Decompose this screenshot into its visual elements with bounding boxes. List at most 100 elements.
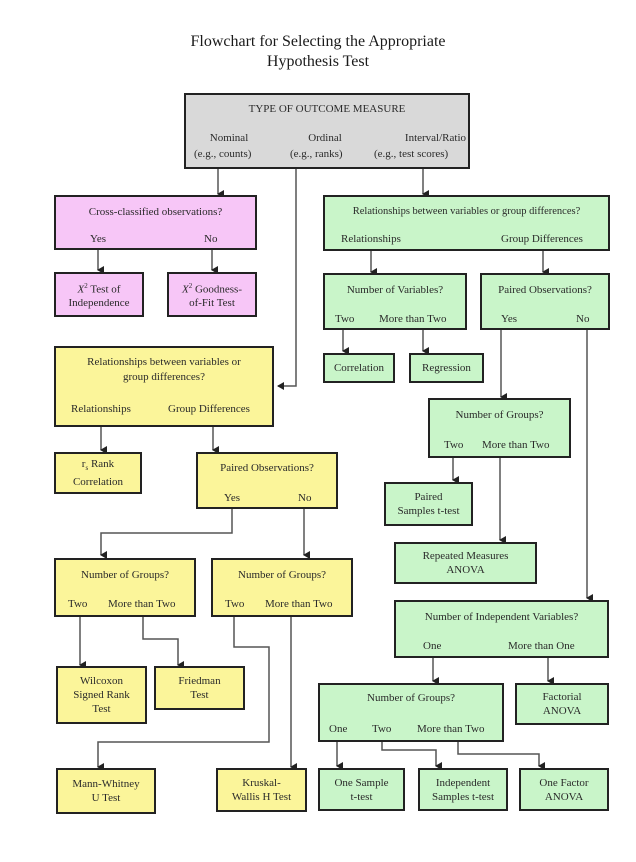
factorial-anova-box: Factorial ANOVA	[515, 683, 609, 725]
interval-paired-yes: Yes	[501, 313, 518, 325]
root-ordinal-eg: (e.g., ranks)	[290, 148, 343, 160]
rank-correlation-box: rs Rank Correlation	[54, 452, 142, 494]
chi-sup-2: 2	[188, 281, 193, 290]
root-interval: Interval/Ratio	[404, 132, 466, 144]
connector-ordinal	[277, 168, 297, 390]
interval-groups-two: Two	[444, 439, 464, 451]
interval-groups-box: Number of Groups? Two More than Two	[428, 398, 571, 458]
groups-b-two: Two	[225, 598, 245, 610]
interval-paired-box: Paired Observations? Yes No	[480, 273, 610, 330]
interval-groups-more: More than Two	[482, 439, 550, 451]
wilcoxon-box: Wilcoxon Signed Rank Test	[56, 666, 147, 724]
correlation-box: Correlation	[323, 353, 395, 383]
ordinal-relationships: Relationships	[71, 403, 131, 415]
rank-line1: Rank	[90, 457, 115, 470]
numvars-two: Two	[335, 313, 355, 325]
number-of-variables-box: Number of Variables? Two More than Two	[323, 273, 467, 330]
mann-line1: Mann-Whitney	[72, 778, 140, 790]
numvars-question: Number of Variables?	[346, 284, 444, 296]
interval-question: Relationships between variables or group…	[352, 206, 581, 217]
kruskal-line2: Wallis H Test	[231, 791, 292, 803]
title-line-2: Hypothesis Test	[266, 53, 370, 70]
ordinal-paired-no: No	[298, 492, 312, 504]
mann-line2: U Test	[91, 792, 121, 804]
chi-goodness-line1: Goodness-	[194, 283, 243, 296]
factorial-line2: ANOVA	[542, 705, 582, 717]
connector-g2-two	[381, 741, 442, 770]
chi-independence-box: X2 Test of Independence	[54, 272, 144, 317]
ordinal-paired-yes: Yes	[224, 492, 241, 504]
one-factor-anova-box: One Factor ANOVA	[519, 768, 609, 811]
indep-line1: Independent	[435, 776, 491, 789]
wilcoxon-line2: Signed Rank	[73, 689, 130, 701]
regression-box: Regression	[409, 353, 484, 383]
groups2-question: Number of Groups?	[367, 692, 455, 704]
interval-relationships-box: Relationships between variables or group…	[323, 195, 610, 251]
title-line-1: Flowchart for Selecting the Appropriate	[190, 33, 446, 50]
chi-symbol: X	[77, 283, 85, 296]
interval-groups-question: Number of Groups?	[455, 409, 544, 421]
independent-t-box: Independent Samples t-test	[418, 768, 508, 811]
ordinal-question-2: group differences?	[123, 371, 205, 383]
groups-b-question: Number of Groups?	[238, 569, 326, 581]
nominal-no: No	[204, 233, 218, 245]
one-sample-line1: One Sample	[334, 776, 389, 789]
interval-paired-question: Paired Observations?	[498, 284, 592, 296]
cross-classified-box: Cross-classified observations? Yes No	[54, 195, 257, 250]
root-nominal-eg: (e.g., counts)	[194, 148, 252, 160]
groups2-more: More than Two	[417, 723, 485, 735]
chi-goodness-box: X2 Goodness- of-Fit Test	[167, 272, 257, 317]
paired-t-line1: Paired	[414, 491, 443, 503]
outcome-measure-box: TYPE OF OUTCOME MEASURE Nominal (e.g., c…	[184, 93, 470, 169]
friedman-box: Friedman Test	[154, 666, 245, 710]
root-interval-eg: (e.g., test scores)	[374, 148, 449, 160]
ordinal-groups-b-box: Number of Groups? Two More than Two	[211, 558, 353, 617]
ordinal-relationships-box: Relationships between variables or group…	[54, 346, 274, 427]
wilcoxon-line1: Wilcoxon	[80, 675, 123, 687]
groups-b-more: More than Two	[265, 598, 333, 610]
paired-t-line2: Samples t-test	[397, 505, 460, 517]
one-sample-line2: t-test	[350, 790, 373, 803]
kruskal-line1: Kruskal-	[242, 777, 281, 789]
chi-independence-line2: Independence	[68, 297, 130, 310]
mann-whitney-box: Mann-Whitney U Test	[56, 768, 156, 814]
ordinal-groups-a-box: Number of Groups? Two More than Two	[54, 558, 196, 617]
numvars-more: More than Two	[379, 313, 447, 325]
ordinal-group-differences: Group Differences	[168, 403, 250, 415]
root-nominal: Nominal	[209, 132, 249, 144]
groups-a-question: Number of Groups?	[81, 569, 169, 581]
nominal-yes: Yes	[90, 233, 107, 245]
ordinal-question-1: Relationships between variables or	[87, 356, 241, 368]
chi-sup: 2	[84, 281, 88, 290]
groups2-two: Two	[372, 723, 392, 735]
friedman-line2: Test	[190, 689, 209, 701]
groups-a-more: More than Two	[108, 598, 176, 610]
indvars-question: Number of Independent Variables?	[424, 611, 579, 623]
indvars-one: One	[423, 640, 442, 652]
indep-line2: Samples t-test	[431, 790, 495, 803]
connector-a-more	[142, 617, 184, 669]
ordinal-paired-question: Paired Observations?	[220, 462, 314, 474]
kruskal-wallis-box: Kruskal- Wallis H Test	[216, 768, 307, 812]
friedman-line1: Friedman	[178, 675, 221, 687]
chi-goodness-line2: of-Fit Test	[189, 297, 235, 310]
groups2-box: Number of Groups? One Two More than Two	[318, 683, 504, 742]
rank-line2: Correlation	[72, 476, 124, 489]
one-sample-t-box: One Sample t-test	[318, 768, 405, 811]
rank-sub: s	[85, 464, 89, 473]
connector-ord-yes	[100, 508, 233, 559]
rm-anova-line2: ANOVA	[446, 564, 485, 576]
groups-a-two: Two	[68, 598, 88, 610]
connector-g2-more	[457, 741, 545, 770]
interval-relationships: Relationships	[341, 233, 401, 245]
chi-symbol-2: X	[181, 283, 189, 296]
root-heading: TYPE OF OUTCOME MEASURE	[248, 103, 406, 115]
independent-variables-box: Number of Independent Variables? One Mor…	[394, 600, 609, 658]
correlation-label: Correlation	[333, 362, 385, 374]
one-factor-line2: ANOVA	[544, 790, 584, 803]
cross-classified-question: Cross-classified observations?	[88, 206, 223, 218]
groups2-one: One	[329, 723, 348, 735]
wilcoxon-line3: Test	[92, 703, 111, 715]
root-ordinal: Ordinal	[308, 132, 342, 144]
